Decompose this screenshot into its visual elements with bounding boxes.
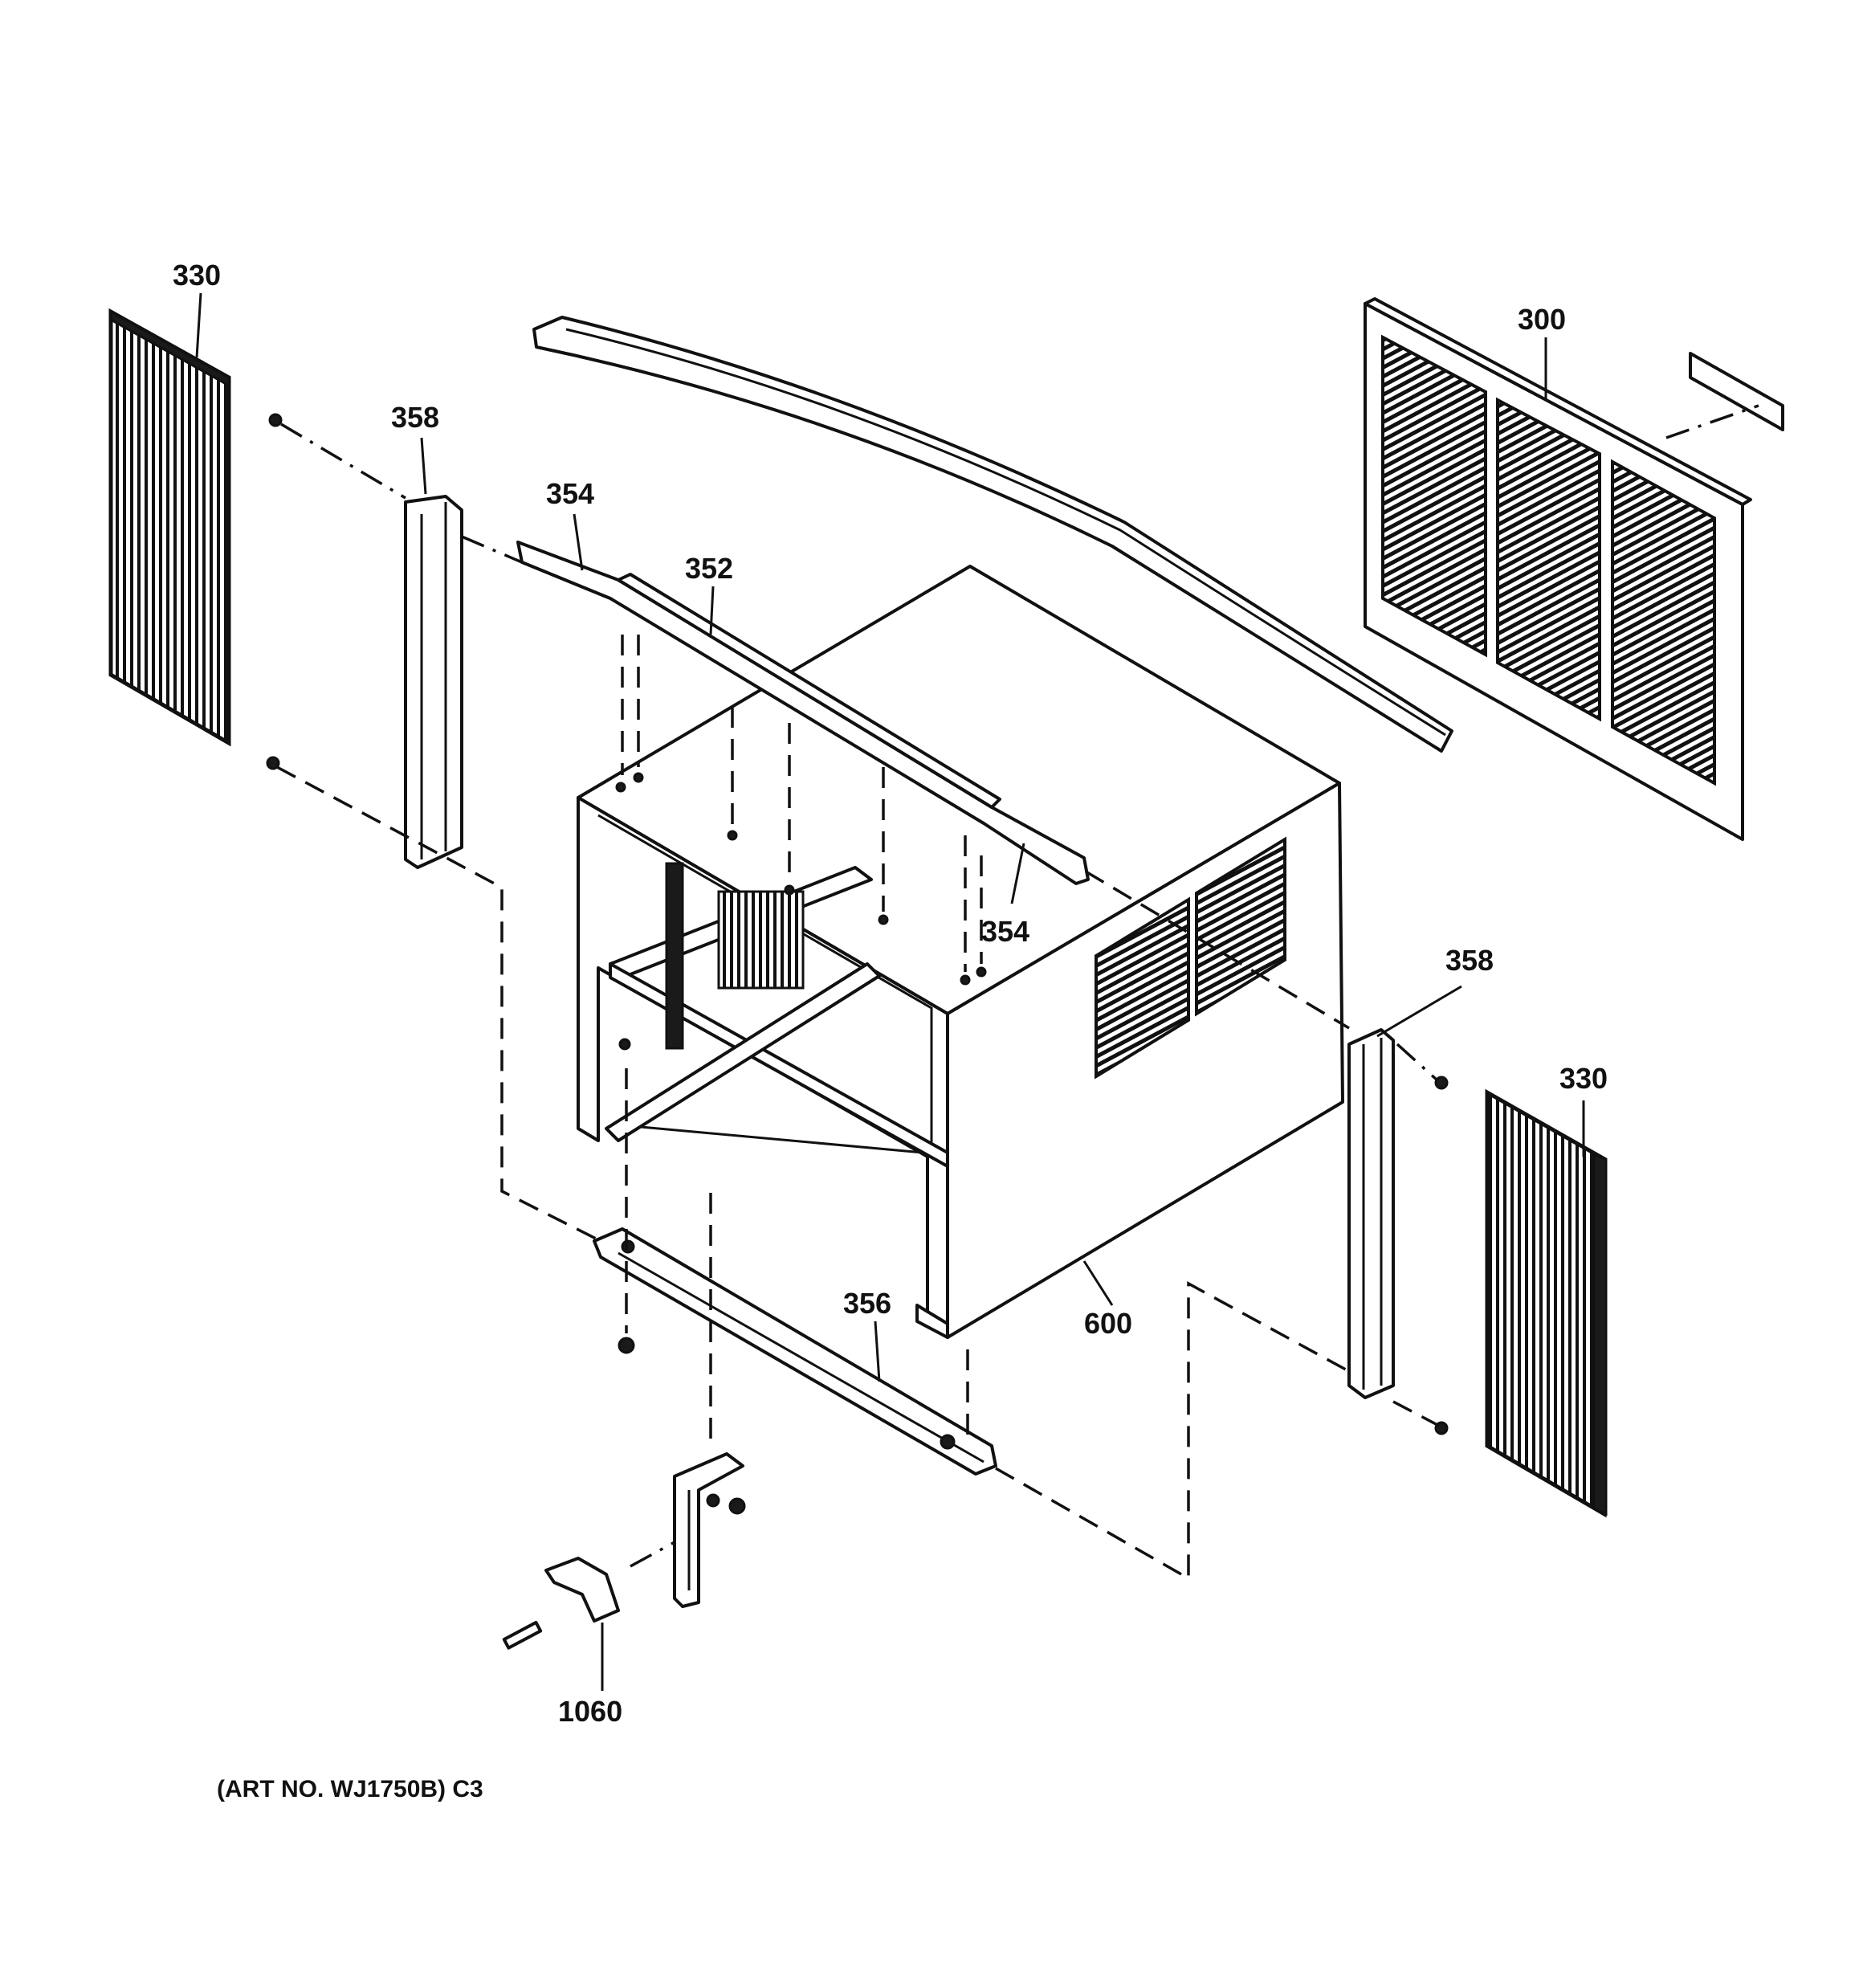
frame-channel-358-right — [1347, 1028, 1395, 1399]
leader-lines — [195, 292, 1585, 1691]
label-1060: 1060 — [558, 1695, 622, 1728]
part-labels: 330 358 354 352 300 354 358 330 356 600 … — [173, 259, 1608, 1802]
label-352: 352 — [685, 552, 733, 585]
label-330-right: 330 — [1559, 1062, 1608, 1095]
support-bracket-1060 — [502, 1452, 746, 1650]
cabinet-600 — [577, 565, 1344, 1339]
bottom-angle-356 — [593, 1227, 997, 1476]
front-grille-300 — [1364, 297, 1784, 841]
label-354-top: 354 — [546, 477, 594, 510]
screws — [266, 413, 1449, 1435]
top-angle-352 — [516, 541, 1090, 885]
label-358-left: 358 — [391, 401, 439, 434]
label-354-right: 354 — [981, 915, 1029, 948]
art-number: (ART NO. WJ1750B) C3 — [217, 1776, 483, 1802]
label-356: 356 — [843, 1287, 891, 1320]
label-330-left: 330 — [173, 259, 221, 292]
side-curtain-330-right — [1485, 1088, 1608, 1518]
label-300: 300 — [1518, 303, 1566, 336]
label-600: 600 — [1084, 1307, 1132, 1340]
label-358-right: 358 — [1445, 944, 1494, 977]
frame-channel-358-left — [404, 495, 463, 869]
assembly-lines — [276, 404, 1759, 1582]
top-curved-rail — [532, 316, 1453, 753]
side-curtain-330-left — [108, 308, 231, 747]
